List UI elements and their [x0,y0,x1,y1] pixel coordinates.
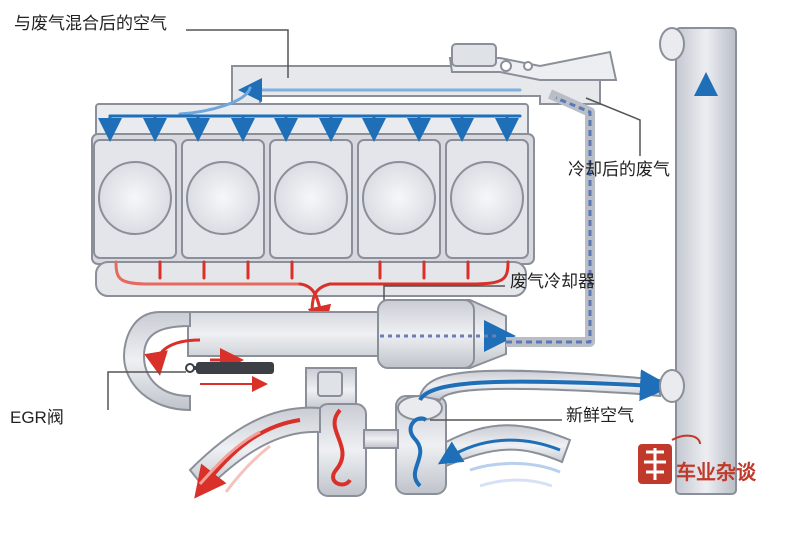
egr-housing [122,311,191,412]
egr-return-flow [144,338,201,376]
brand-text: 车业杂谈 [676,460,756,484]
intercooler-inlet [659,369,685,403]
leader-lines [107,29,641,421]
fresh-air-inlet [445,424,572,468]
label-cooled-exhaust: 冷却后的废气 [568,160,670,180]
charge-air-flow [418,369,672,402]
brand-watermark: 车业杂谈 [636,442,796,502]
cylinder-5-bore [450,161,524,235]
throttle-body [448,43,618,81]
exhaust-outlet-flow [194,418,301,499]
cylinder-3-bore [274,161,348,235]
label-fresh-air: 新鲜空气 [566,406,634,426]
label-mixed-air: 与废气混合后的空气 [14,14,167,34]
label-egr-valve: EGR阀 [10,408,64,427]
cylinder-4-bore [362,161,436,235]
compressor-housing [395,395,447,495]
turbo-shaft [363,429,399,449]
cylinders [93,139,529,259]
brand-seal [638,434,701,484]
cylinder-1-bore [98,161,172,235]
intake-flow [98,78,522,142]
egr-valve [185,362,274,374]
fresh-air-flow [437,438,561,465]
intercooler-outlet [659,27,685,61]
turbine-housing [317,403,367,497]
label-exhaust-cooler: 废气冷却器 [510,272,595,292]
cylinder-2-bore [186,161,260,235]
